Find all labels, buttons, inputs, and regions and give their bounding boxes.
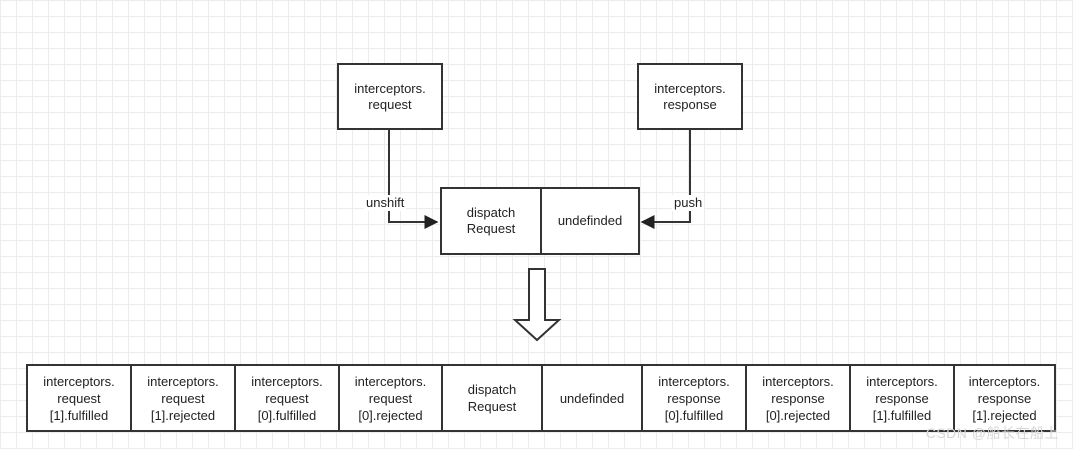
push-label: push — [672, 195, 705, 211]
chain-cell: interceptors. request [0].fulfilled — [236, 366, 340, 430]
chain-cell: interceptors. request [1].fulfilled — [28, 366, 132, 430]
unshift-connector — [388, 130, 439, 229]
watermark: CSDN @船长在船上 — [925, 425, 1059, 441]
chain-cell: interceptors. response [0].rejected — [747, 366, 851, 430]
chain-cell: interceptors. request [0].rejected — [340, 366, 443, 430]
chain-cell: interceptors. response [0].fulfilled — [643, 366, 747, 430]
chain-cell: dispatch Request — [443, 366, 543, 430]
chain-cell: undefinded — [543, 366, 643, 430]
down-arrow-icon — [512, 268, 562, 342]
interceptor-chain: interceptors. request [1].fulfilled inte… — [26, 364, 1056, 432]
push-connector — [640, 130, 691, 229]
chain-cell: interceptors. request [1].rejected — [132, 366, 236, 430]
interceptors-request-box: interceptors. request — [337, 63, 443, 130]
undefined-cell: undefinded — [557, 213, 623, 228]
chain-cell: interceptors. response [1].rejected — [955, 366, 1054, 430]
unshift-label: unshift — [364, 195, 407, 211]
chain-cell: interceptors. response [1].fulfilled — [851, 366, 955, 430]
dispatch-request-box: dispatch Request undefinded — [440, 187, 640, 255]
interceptors-response-box: interceptors. response — [637, 63, 743, 130]
dispatch-request-cell: dispatch Request — [442, 189, 542, 253]
